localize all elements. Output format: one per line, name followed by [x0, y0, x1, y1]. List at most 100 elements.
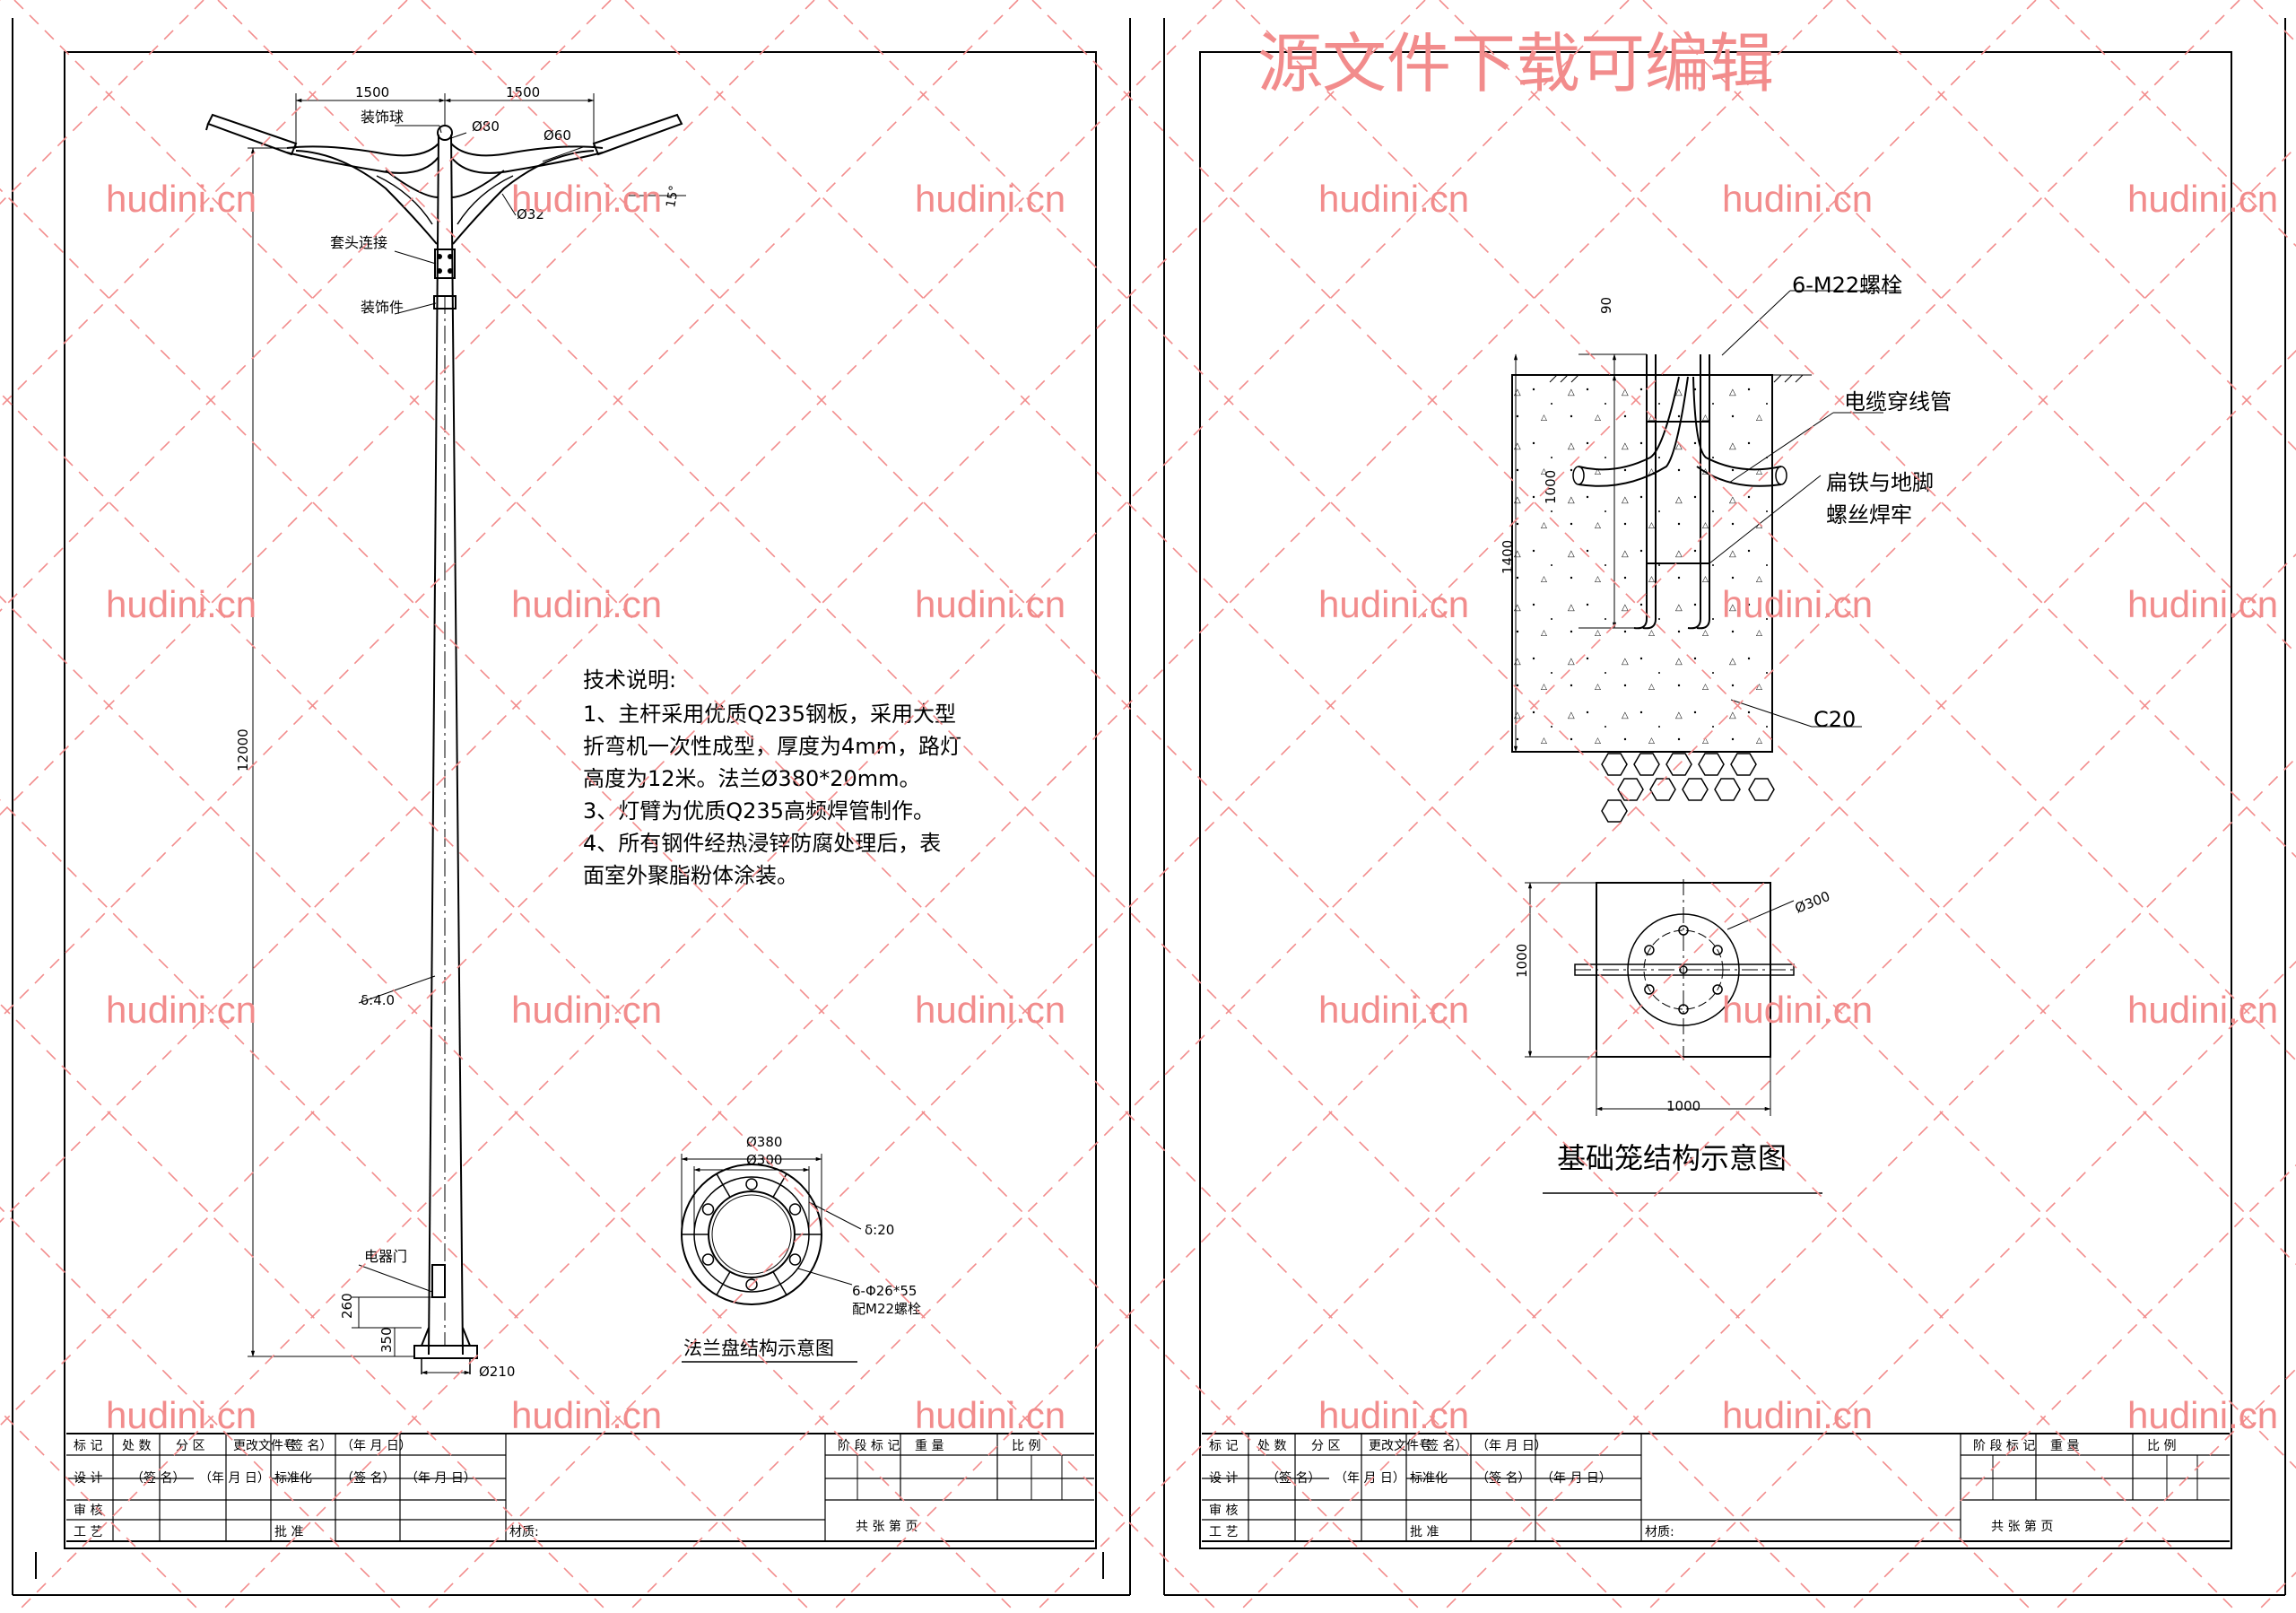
- watermark-line: [13, 0, 1624, 1610]
- plan-caption: 基础笼结构示意图: [1557, 1141, 1787, 1175]
- title-block-cell: 材质:: [1645, 1525, 1674, 1539]
- title-block-cell: （签 名）: [1476, 1470, 1530, 1486]
- title-block-cell: 重 量: [915, 1439, 944, 1453]
- tech-note-line: 4、所有钢件经热浸锌防腐处理后，表: [583, 831, 941, 856]
- title-block-cell: 标准化: [274, 1471, 312, 1486]
- title-block-cell: 比 例: [2147, 1439, 2176, 1453]
- watermark-text: hudini.cn: [511, 989, 662, 1031]
- dim-height: 12000: [235, 728, 251, 772]
- label-decor: 装饰件: [361, 299, 404, 316]
- dim-base-height: 350: [378, 1327, 395, 1353]
- dim-thickness: δ:4.0: [361, 992, 395, 1008]
- title-block-cell: 阶 段 标 记: [1973, 1439, 2035, 1453]
- watermark-line: [217, 0, 1828, 1610]
- tech-note-line: 面室外聚脂粉体涂装。: [583, 863, 798, 888]
- watermark-line: [0, 391, 1217, 1610]
- rock: [1714, 778, 1741, 801]
- watermark-line: [1235, 0, 2296, 1062]
- rock: [1601, 753, 1628, 776]
- watermark-text: hudini.cn: [511, 178, 662, 220]
- watermark-line: [421, 0, 2031, 1610]
- rock: [1698, 753, 1725, 776]
- header-title: 源文件下载可编辑: [1257, 29, 1774, 100]
- watermark-text: hudini.cn: [2127, 583, 2278, 625]
- plan-hole: [1644, 984, 1655, 995]
- flange-rib: [716, 1173, 731, 1198]
- watermark-line: [0, 595, 1013, 1610]
- flange-rib: [772, 1271, 787, 1295]
- dim-bolt-depth: 1000: [1543, 470, 1559, 504]
- watermark-line: [2258, 1571, 2296, 1610]
- right-sheet-frame: [1163, 18, 2286, 1596]
- title-block-cell: 共 张 第 页: [1991, 1519, 2053, 1534]
- watermark-line: [1642, 0, 2296, 655]
- concrete-grade: C20: [1813, 707, 1856, 732]
- title-block-cell: 处 数: [122, 1439, 151, 1453]
- rock: [1748, 778, 1775, 801]
- watermark-text: hudini.cn: [915, 989, 1065, 1031]
- title-block-cell: 分 区: [176, 1439, 204, 1453]
- flange-rib: [716, 1271, 731, 1295]
- watermark-text: hudini.cn: [106, 989, 257, 1031]
- watermark-line: [1031, 0, 2296, 1266]
- watermark-line: [1037, 349, 2296, 1610]
- title-block-cell: （签 名）: [131, 1470, 185, 1486]
- title-block-cell: 重 量: [2050, 1439, 2079, 1453]
- watermark-text: hudini.cn: [2127, 1394, 2278, 1436]
- title-block-cell: （年 月 日）: [1476, 1439, 1547, 1453]
- watermark-line: [833, 145, 2296, 1610]
- watermark-texts: hudini.cn hudini.cn hudini.cn hudini.cn hudi…: [106, 178, 2278, 1436]
- watermark-text: hudini.cn: [1722, 989, 1873, 1031]
- watermark-text: hudini.cn: [1722, 178, 1873, 220]
- watermark-line: [2055, 1367, 2296, 1610]
- title-block-cell: 审 核: [1209, 1504, 1238, 1518]
- plan-side: 1000: [1514, 944, 1530, 978]
- title-block-cell: （年 月 日）: [341, 1439, 412, 1453]
- watermark-line: [828, 0, 2296, 1469]
- watermark-line: [0, 1206, 403, 1610]
- flange-hole: [788, 1203, 802, 1216]
- anchor-bolt: [1687, 354, 1701, 630]
- title-block-cell: 设 计: [74, 1471, 102, 1486]
- title-block-cell: 更改文件号: [233, 1439, 296, 1453]
- dim-door-height: 260: [339, 1293, 355, 1319]
- title-block-cell: （签 名）: [341, 1470, 395, 1486]
- plan-bottom: 1000: [1666, 1098, 1700, 1114]
- title-block-cell: （年 月 日）: [199, 1471, 270, 1486]
- watermark-line: [0, 798, 810, 1610]
- dim-base-dia: Ø210: [479, 1364, 515, 1380]
- watermark-line: [0, 0, 204, 205]
- watermark-text: hudini.cn: [1318, 178, 1469, 220]
- label-ball: 装饰球: [361, 109, 404, 126]
- label-sleeve: 套头连接: [330, 234, 387, 251]
- title-block-cell: （签 名）: [278, 1438, 332, 1453]
- watermark-text: hudini.cn: [1722, 1394, 1873, 1436]
- watermark-text: hudini.cn: [1318, 1394, 1469, 1436]
- title-block-cell: 处 数: [1257, 1439, 1286, 1453]
- title-block-cell: 审 核: [74, 1504, 102, 1518]
- label-door: 电器门: [364, 1248, 407, 1265]
- anchor-bolt: [1696, 354, 1710, 630]
- flange-outer-dia: Ø380: [746, 1134, 782, 1150]
- tech-note-line: 3、灯臂为优质Q235高频焊管制作。: [583, 798, 935, 824]
- flange-hole: [745, 1278, 758, 1291]
- watermark-line: [1846, 0, 2296, 451]
- dim-bolt-exposed: 90: [1598, 297, 1614, 314]
- rock: [1633, 753, 1660, 776]
- dim-arm-right: 1500: [506, 84, 540, 100]
- tech-notes-title: 技术说明:: [583, 667, 676, 693]
- title-block-cell: 设 计: [1209, 1471, 1238, 1486]
- title-block-cell: 更改文件号: [1369, 1439, 1431, 1453]
- title-block-cell: （年 月 日）: [405, 1471, 476, 1486]
- dim-arm-dia: Ø60: [544, 127, 571, 144]
- tech-note-line: 1、主杆采用优质Q235钢板，采用大型: [583, 702, 956, 727]
- watermark-line: [1240, 553, 2296, 1610]
- title-block-cell: 比 例: [1012, 1439, 1040, 1453]
- rock: [1649, 778, 1676, 801]
- flat-iron-label: 扁铁与地脚: [1826, 470, 1934, 495]
- title-block-cell: 材质:: [509, 1525, 539, 1539]
- title-block-cell: 工 艺: [1209, 1525, 1238, 1539]
- flange-hole: [745, 1178, 758, 1190]
